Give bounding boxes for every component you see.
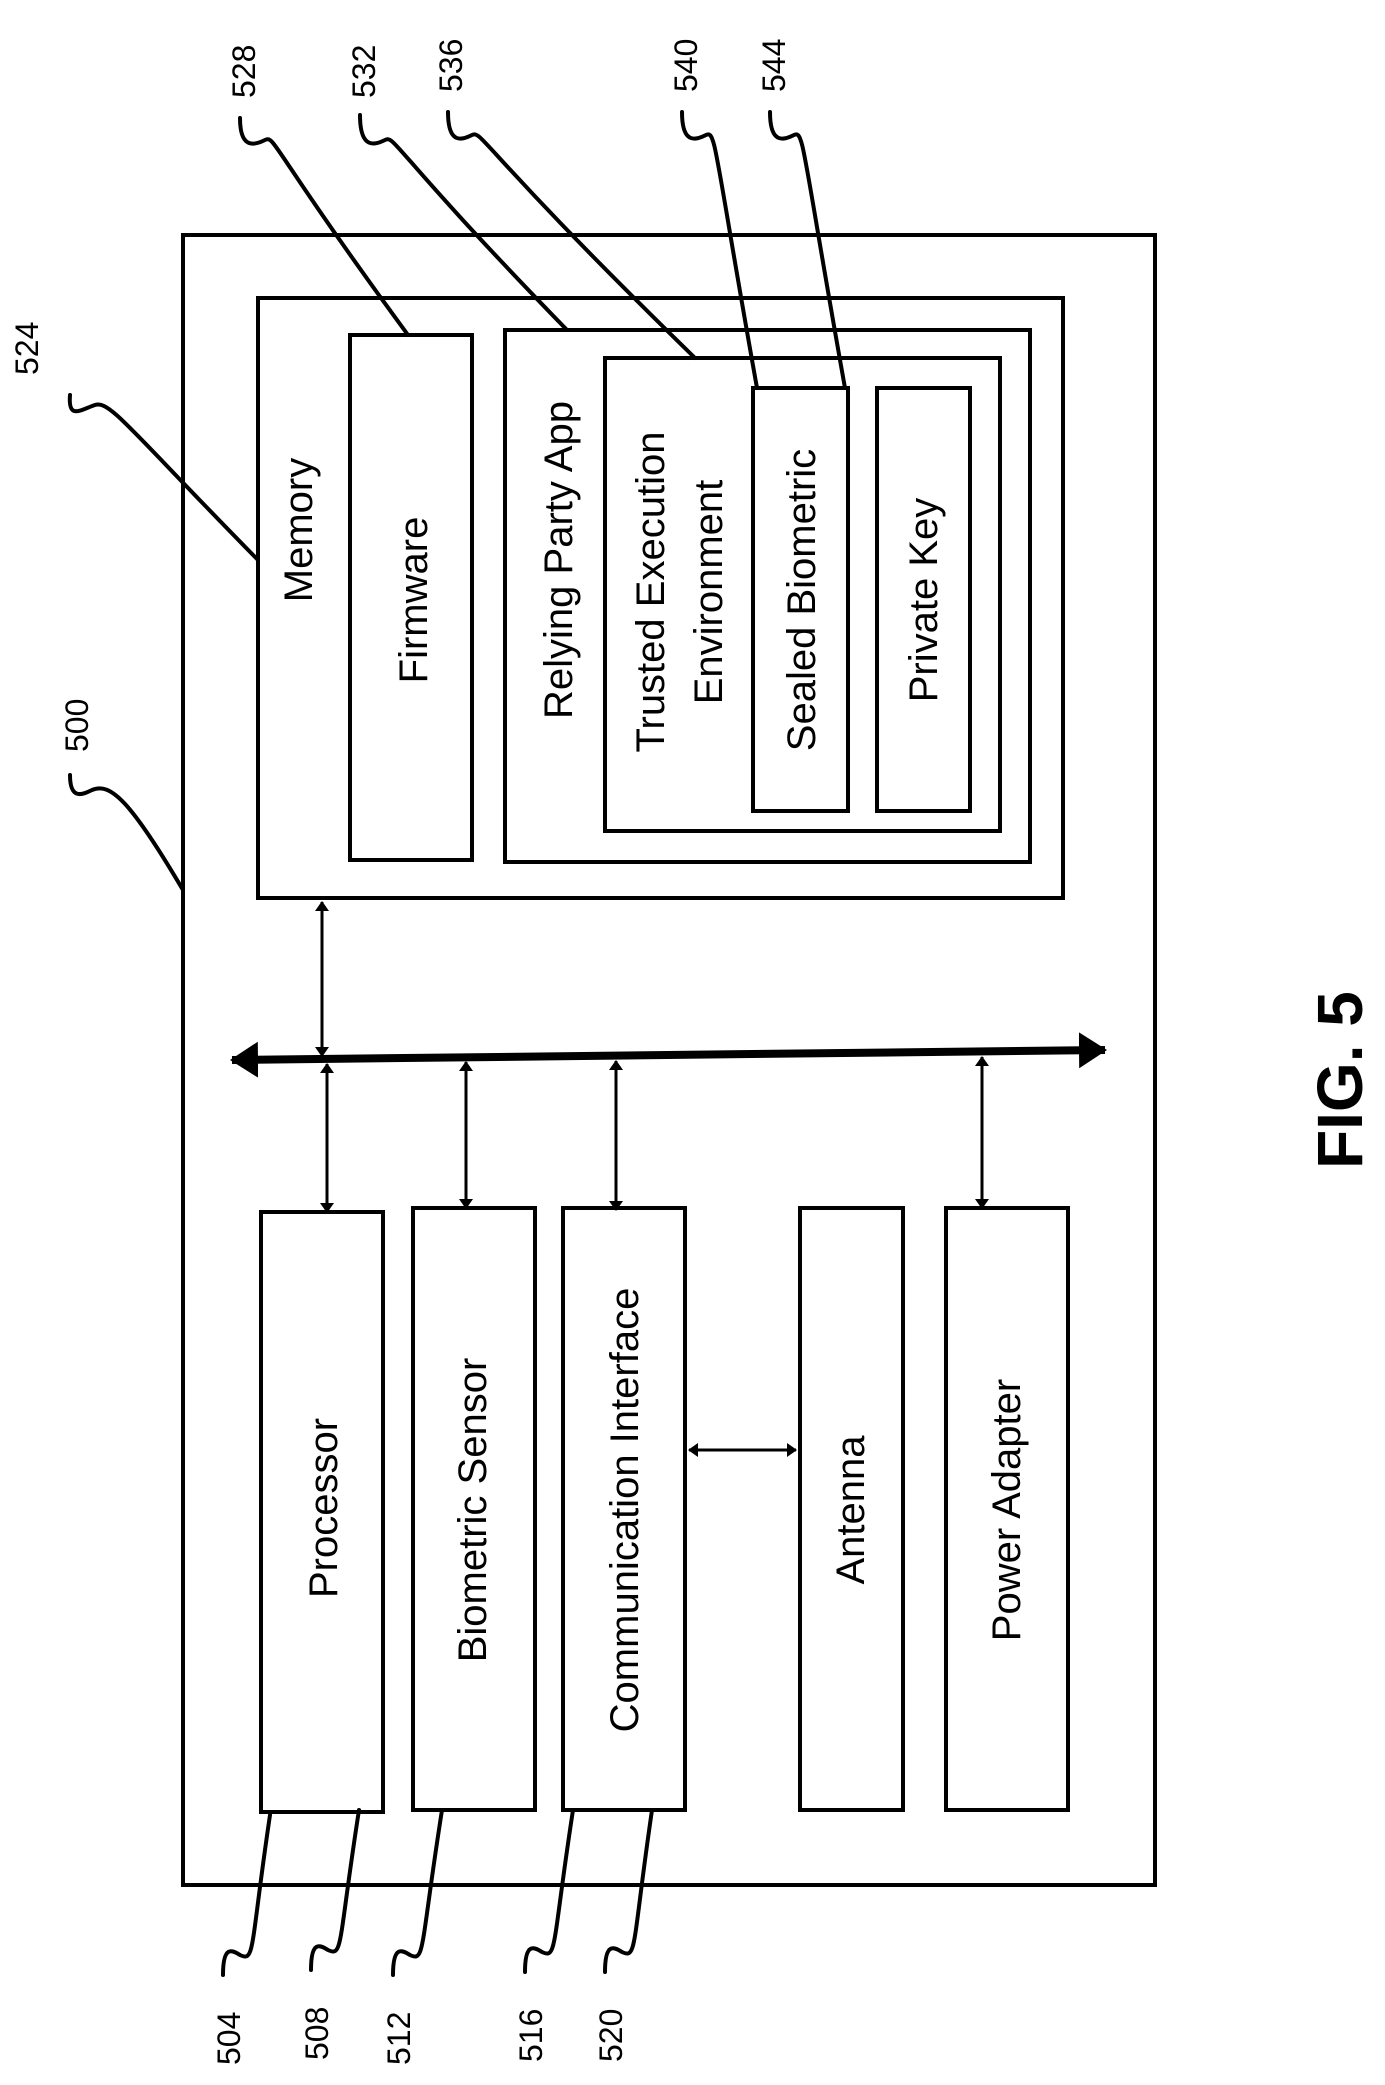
ref-528: 528: [226, 45, 262, 98]
ref-524: 524: [9, 322, 45, 375]
power-adapter-label: Power Adapter: [985, 1379, 1029, 1641]
ref-504-leader: [223, 1815, 270, 1975]
ref-532: 532: [346, 45, 382, 98]
ref-528-leader: [240, 118, 408, 335]
tee-label-line2: Environment: [687, 480, 731, 705]
ref-512-leader: [393, 1810, 442, 1975]
ref-508-leader: [311, 1810, 359, 1970]
biometric-sensor-label: Biometric Sensor: [451, 1358, 495, 1663]
ref-508: 508: [299, 2007, 335, 2060]
relying-party-app-box: [505, 330, 1030, 862]
ref-504: 504: [211, 2012, 247, 2065]
system-bus-arrow: [232, 1050, 1105, 1060]
ref-544-leader: [770, 112, 845, 388]
processor-label: Processor: [302, 1418, 346, 1598]
memory-label: Memory: [277, 458, 321, 602]
private-key-label: Private Key: [902, 498, 946, 703]
communication-interface-label: Communication Interface: [603, 1288, 647, 1733]
ref-536: 536: [433, 39, 469, 92]
antenna-label: Antenna: [829, 1435, 873, 1585]
tee-label-line1: Trusted Execution: [629, 432, 673, 753]
figure-label: FIG. 5: [1304, 991, 1376, 1169]
ref-500-leader: [70, 775, 183, 890]
ref-544: 544: [756, 39, 792, 92]
sealed-biometric-label: Sealed Biometric: [780, 449, 824, 751]
firmware-label: Firmware: [392, 517, 436, 684]
ref-516: 516: [513, 2009, 549, 2062]
ref-520-leader: [605, 1810, 652, 1972]
ref-512: 512: [381, 2012, 417, 2065]
ref-520: 520: [593, 2009, 629, 2062]
ref-516-leader: [525, 1810, 573, 1972]
relying-party-app-label: Relying Party App: [537, 401, 581, 719]
ref-524-leader: [70, 395, 258, 560]
ref-540: 540: [668, 39, 704, 92]
ref-540-leader: [682, 112, 757, 388]
ref-500: 500: [59, 699, 95, 752]
